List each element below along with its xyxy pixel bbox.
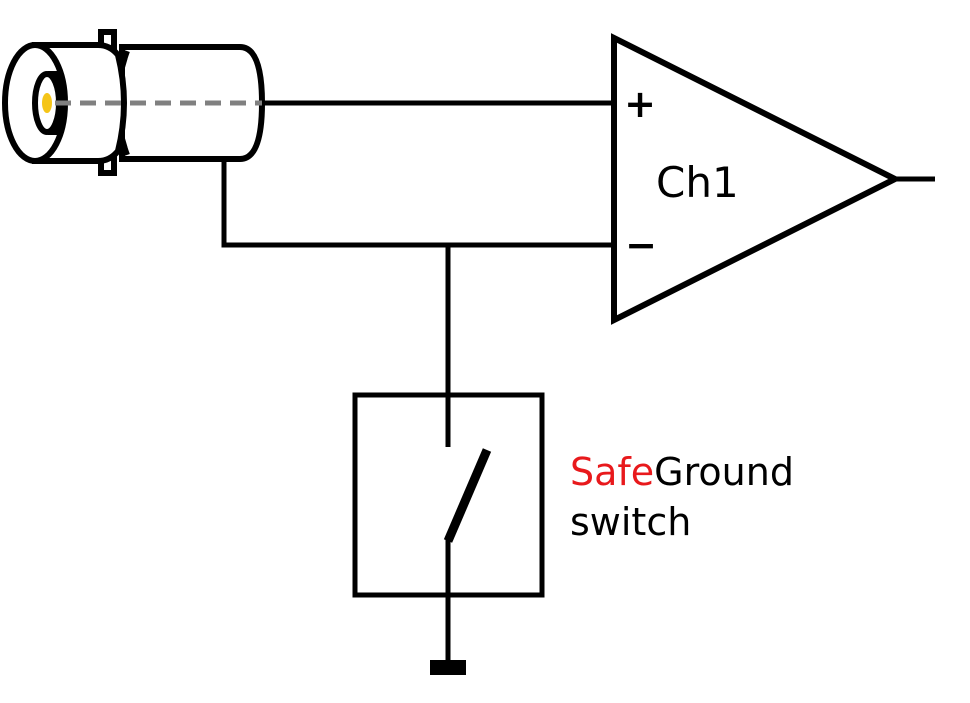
amplifier-ch1: + − Ch1 bbox=[611, 33, 902, 325]
connector-pin bbox=[42, 93, 52, 113]
amplifier-label: Ch1 bbox=[656, 158, 739, 207]
switch-label-line1: SafeGround bbox=[570, 450, 794, 494]
wires bbox=[221, 100, 935, 662]
switch-lever bbox=[443, 448, 492, 543]
bnc-connector bbox=[2, 29, 266, 176]
amplifier-triangle bbox=[611, 33, 902, 325]
switch-label-line2: switch bbox=[570, 500, 691, 544]
switch-label-rest: Ground bbox=[654, 450, 794, 494]
amplifier-minus-sign: − bbox=[625, 223, 657, 267]
safeground-switch bbox=[352, 392, 545, 598]
ground-icon bbox=[430, 660, 466, 675]
amplifier-plus-sign: + bbox=[624, 82, 656, 126]
switch-box bbox=[352, 392, 545, 598]
switch-label-highlight: Safe bbox=[570, 450, 654, 494]
shield-wire bbox=[221, 159, 613, 248]
